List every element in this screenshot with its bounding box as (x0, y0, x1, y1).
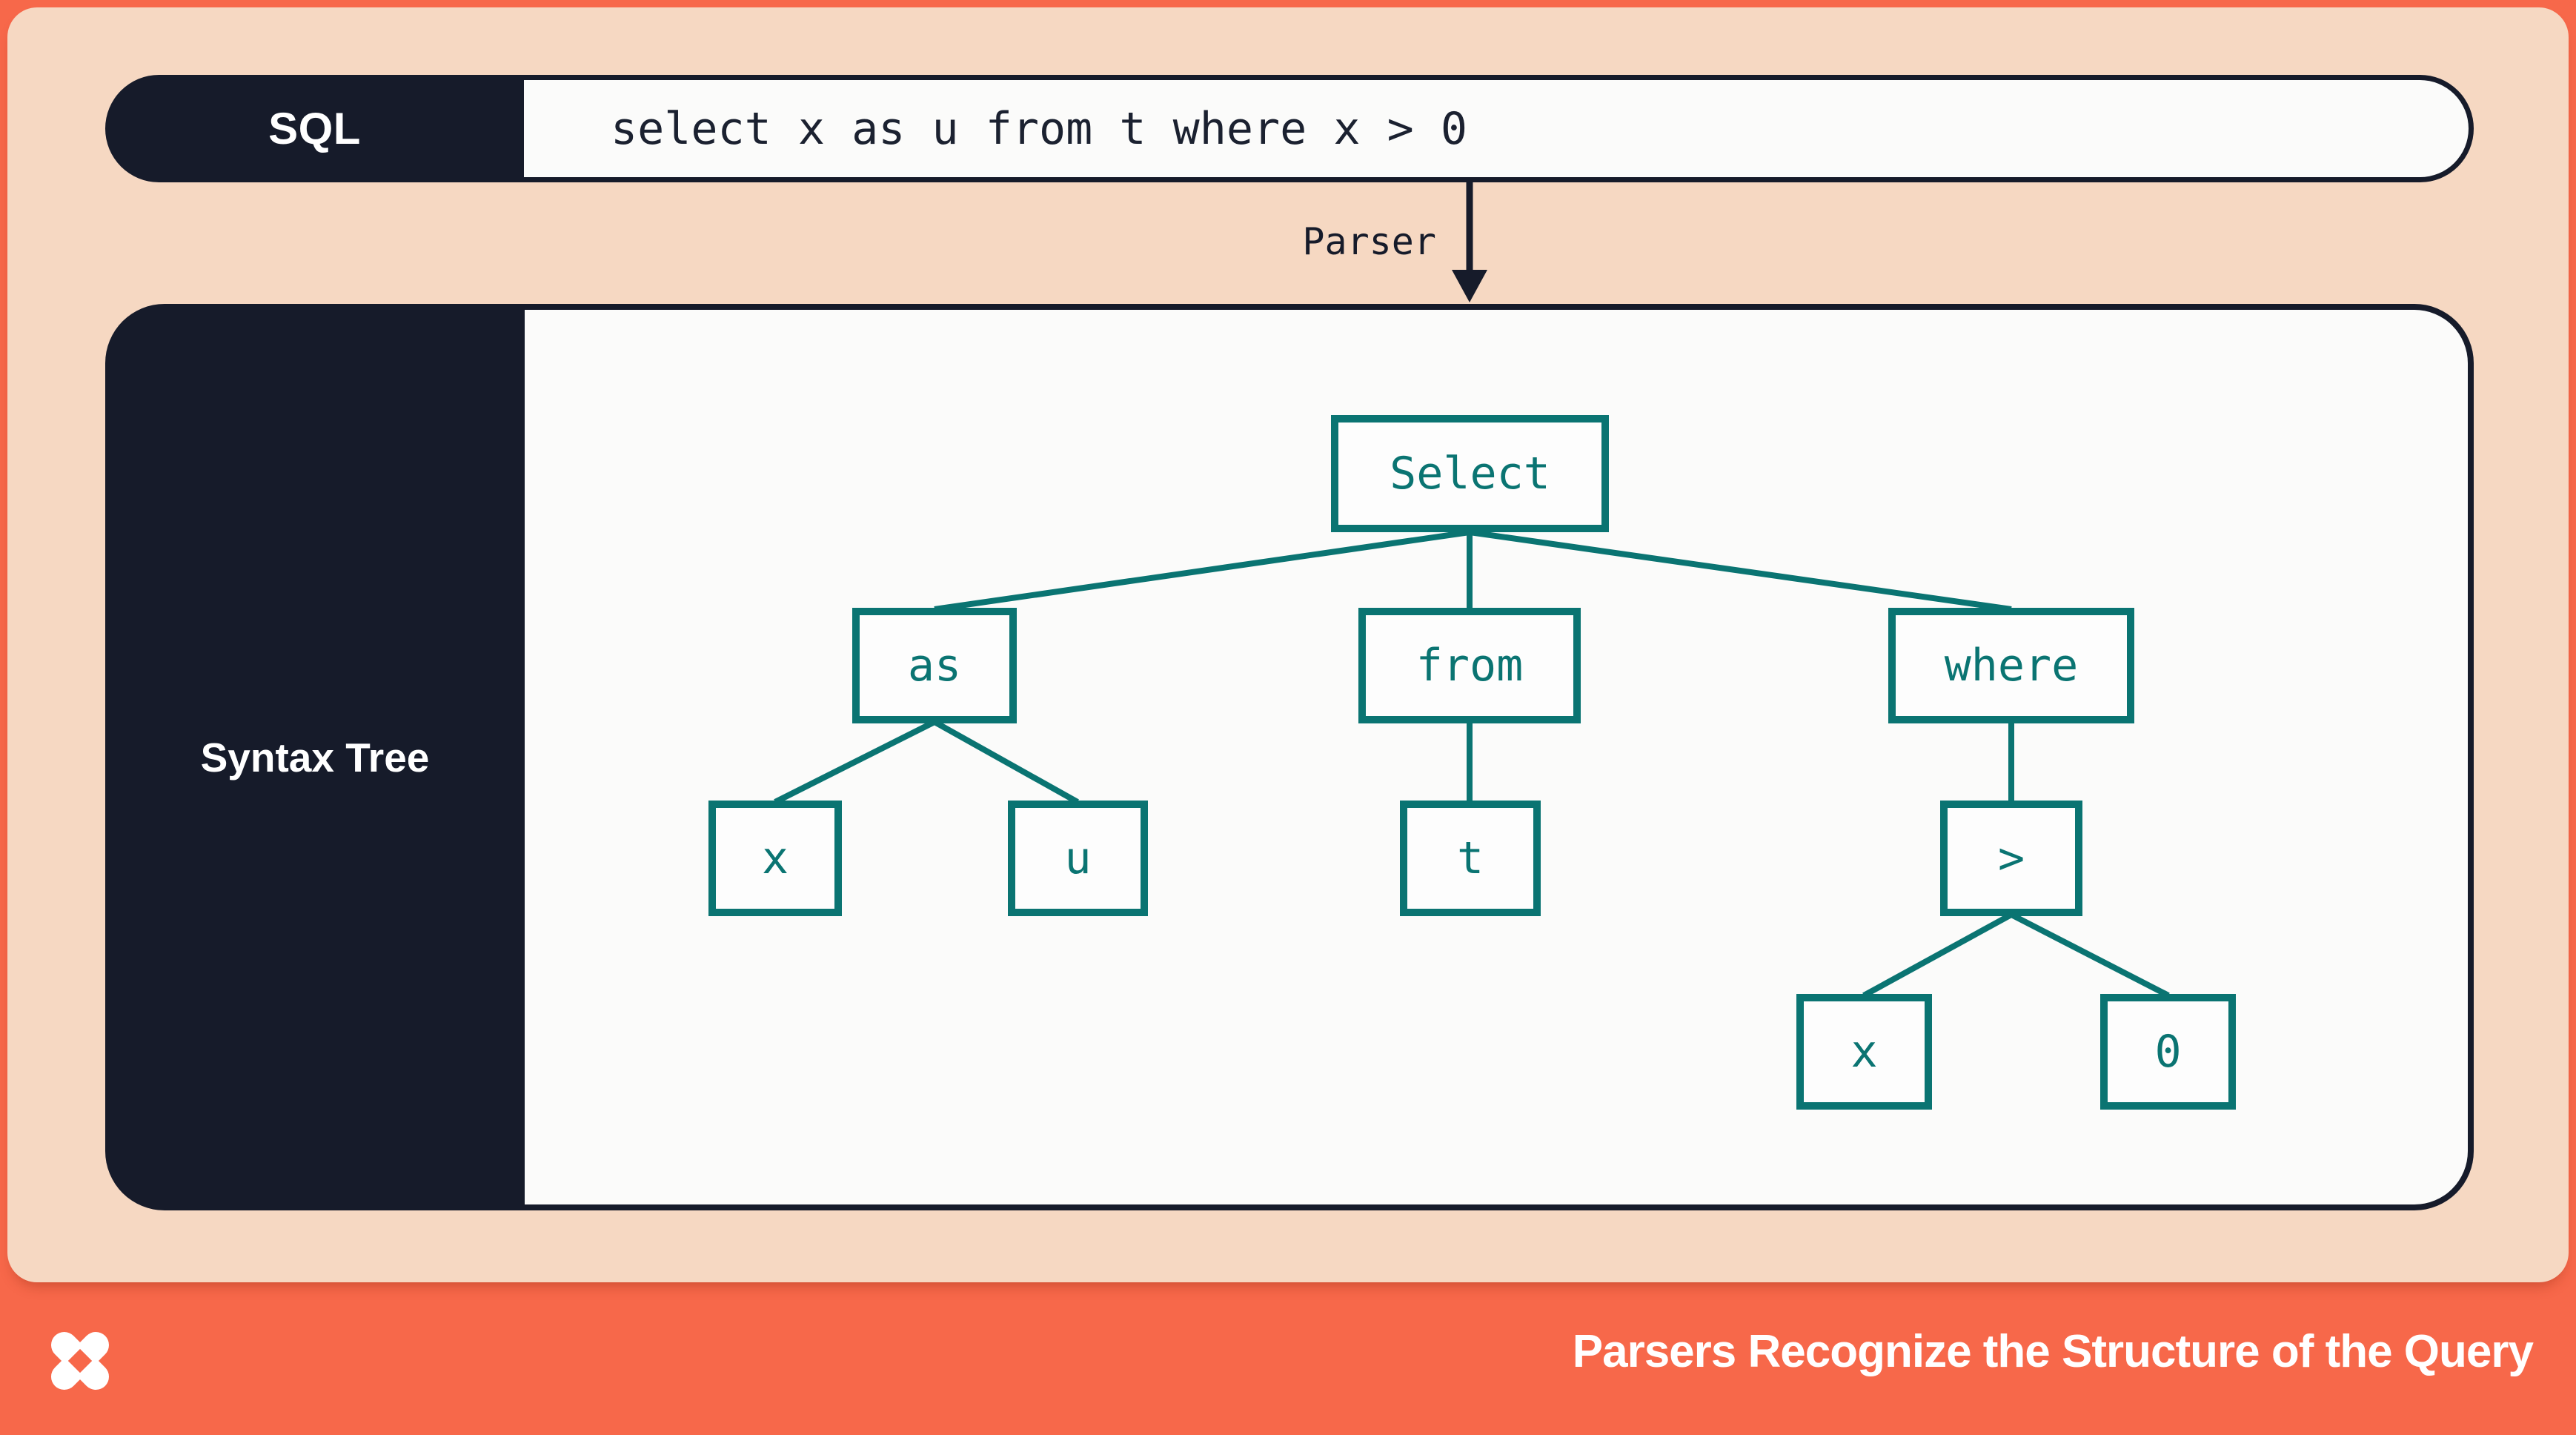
syntax-tree-card: Syntax Tree Select as from where x u t >… (105, 304, 2474, 1210)
tree-node-select: Select (1331, 415, 1609, 532)
syntax-tree-label: Syntax Tree (200, 734, 430, 781)
tree-node-as: as (852, 608, 1017, 723)
tree-node-where: where (1888, 608, 2134, 723)
sql-bar-label: SQL (268, 104, 361, 153)
tree-node-zero: 0 (2100, 994, 2236, 1110)
edge-as-x (774, 719, 936, 805)
tree-edges (774, 529, 2170, 998)
edge-select-where (1469, 529, 2012, 612)
edge-as-u (933, 719, 1079, 805)
parser-label: Parser (1302, 220, 1436, 263)
parser-arrow-icon (1452, 182, 1487, 302)
sql-query-text: select x as u from t where x > 0 (611, 102, 1467, 155)
tree-node-x2: x (1796, 994, 1932, 1110)
tree-node-gt: > (1940, 801, 2082, 916)
x-pinwheel-logo-icon (50, 1331, 110, 1391)
edge-select-as (934, 529, 1470, 612)
footer-caption: Parsers Recognize the Structure of the Q… (1572, 1326, 2534, 1377)
sql-bar: SQL select x as u from t where x > 0 (105, 75, 2474, 182)
edge-gt-x (1862, 912, 2013, 998)
edge-gt-zero (2010, 912, 2170, 998)
tree-node-x: x (708, 801, 842, 916)
tree-node-from: from (1358, 608, 1581, 723)
tree-node-t: t (1400, 801, 1541, 916)
sql-bar-body: select x as u from t where x > 0 (524, 80, 2469, 177)
tree-node-u: u (1008, 801, 1148, 916)
